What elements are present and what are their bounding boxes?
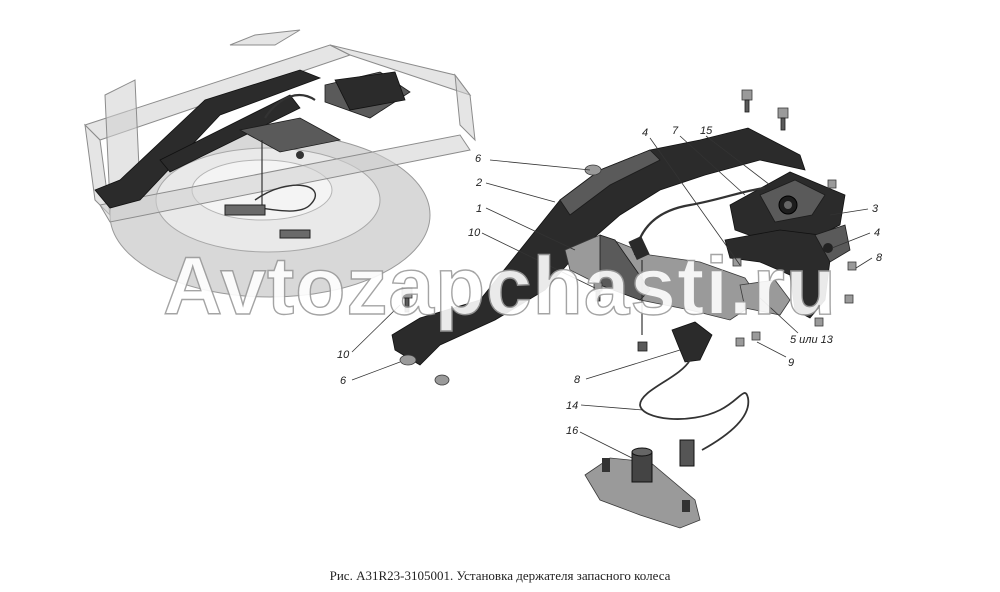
callout-1: 1 — [476, 203, 482, 215]
callout-4-right: 4 — [874, 227, 880, 239]
callout-6-top: 6 — [475, 153, 482, 165]
callout-15: 15 — [700, 125, 713, 137]
part-8-cable-holder — [671, 321, 713, 363]
callout-8-lower: 8 — [574, 374, 581, 386]
callout-10-top: 10 — [468, 227, 481, 239]
part-2-carrier-beam — [391, 127, 806, 366]
callout-5-or-13: 5 или 13 — [790, 334, 834, 346]
callout-16: 16 — [566, 425, 579, 437]
figure-caption: Рис. A31R23-3105001. Установка держателя… — [329, 568, 671, 583]
part-14-cable — [639, 359, 749, 451]
callout-10-left: 10 — [337, 349, 350, 361]
callout-9: 9 — [788, 357, 794, 369]
callout-4-top: 4 — [642, 127, 648, 139]
callout-labels: 6 2 1 10 4 7 15 3 4 8 5 или 13 9 10 6 8 … — [337, 125, 883, 437]
part-16-base-plate — [584, 457, 701, 529]
callout-7: 7 — [672, 125, 679, 137]
part-4-clamp — [739, 279, 791, 316]
leader-lines — [351, 135, 873, 459]
fasteners — [399, 89, 857, 386]
inset-frame-with-spare-wheel — [84, 29, 476, 298]
callout-2: 2 — [475, 177, 482, 189]
part-7-cable — [633, 186, 766, 256]
callout-14: 14 — [566, 400, 578, 412]
callout-6-left: 6 — [340, 375, 347, 387]
part-3-side-bracket — [724, 229, 831, 319]
callout-3: 3 — [872, 203, 879, 215]
callout-8-right: 8 — [876, 252, 883, 264]
